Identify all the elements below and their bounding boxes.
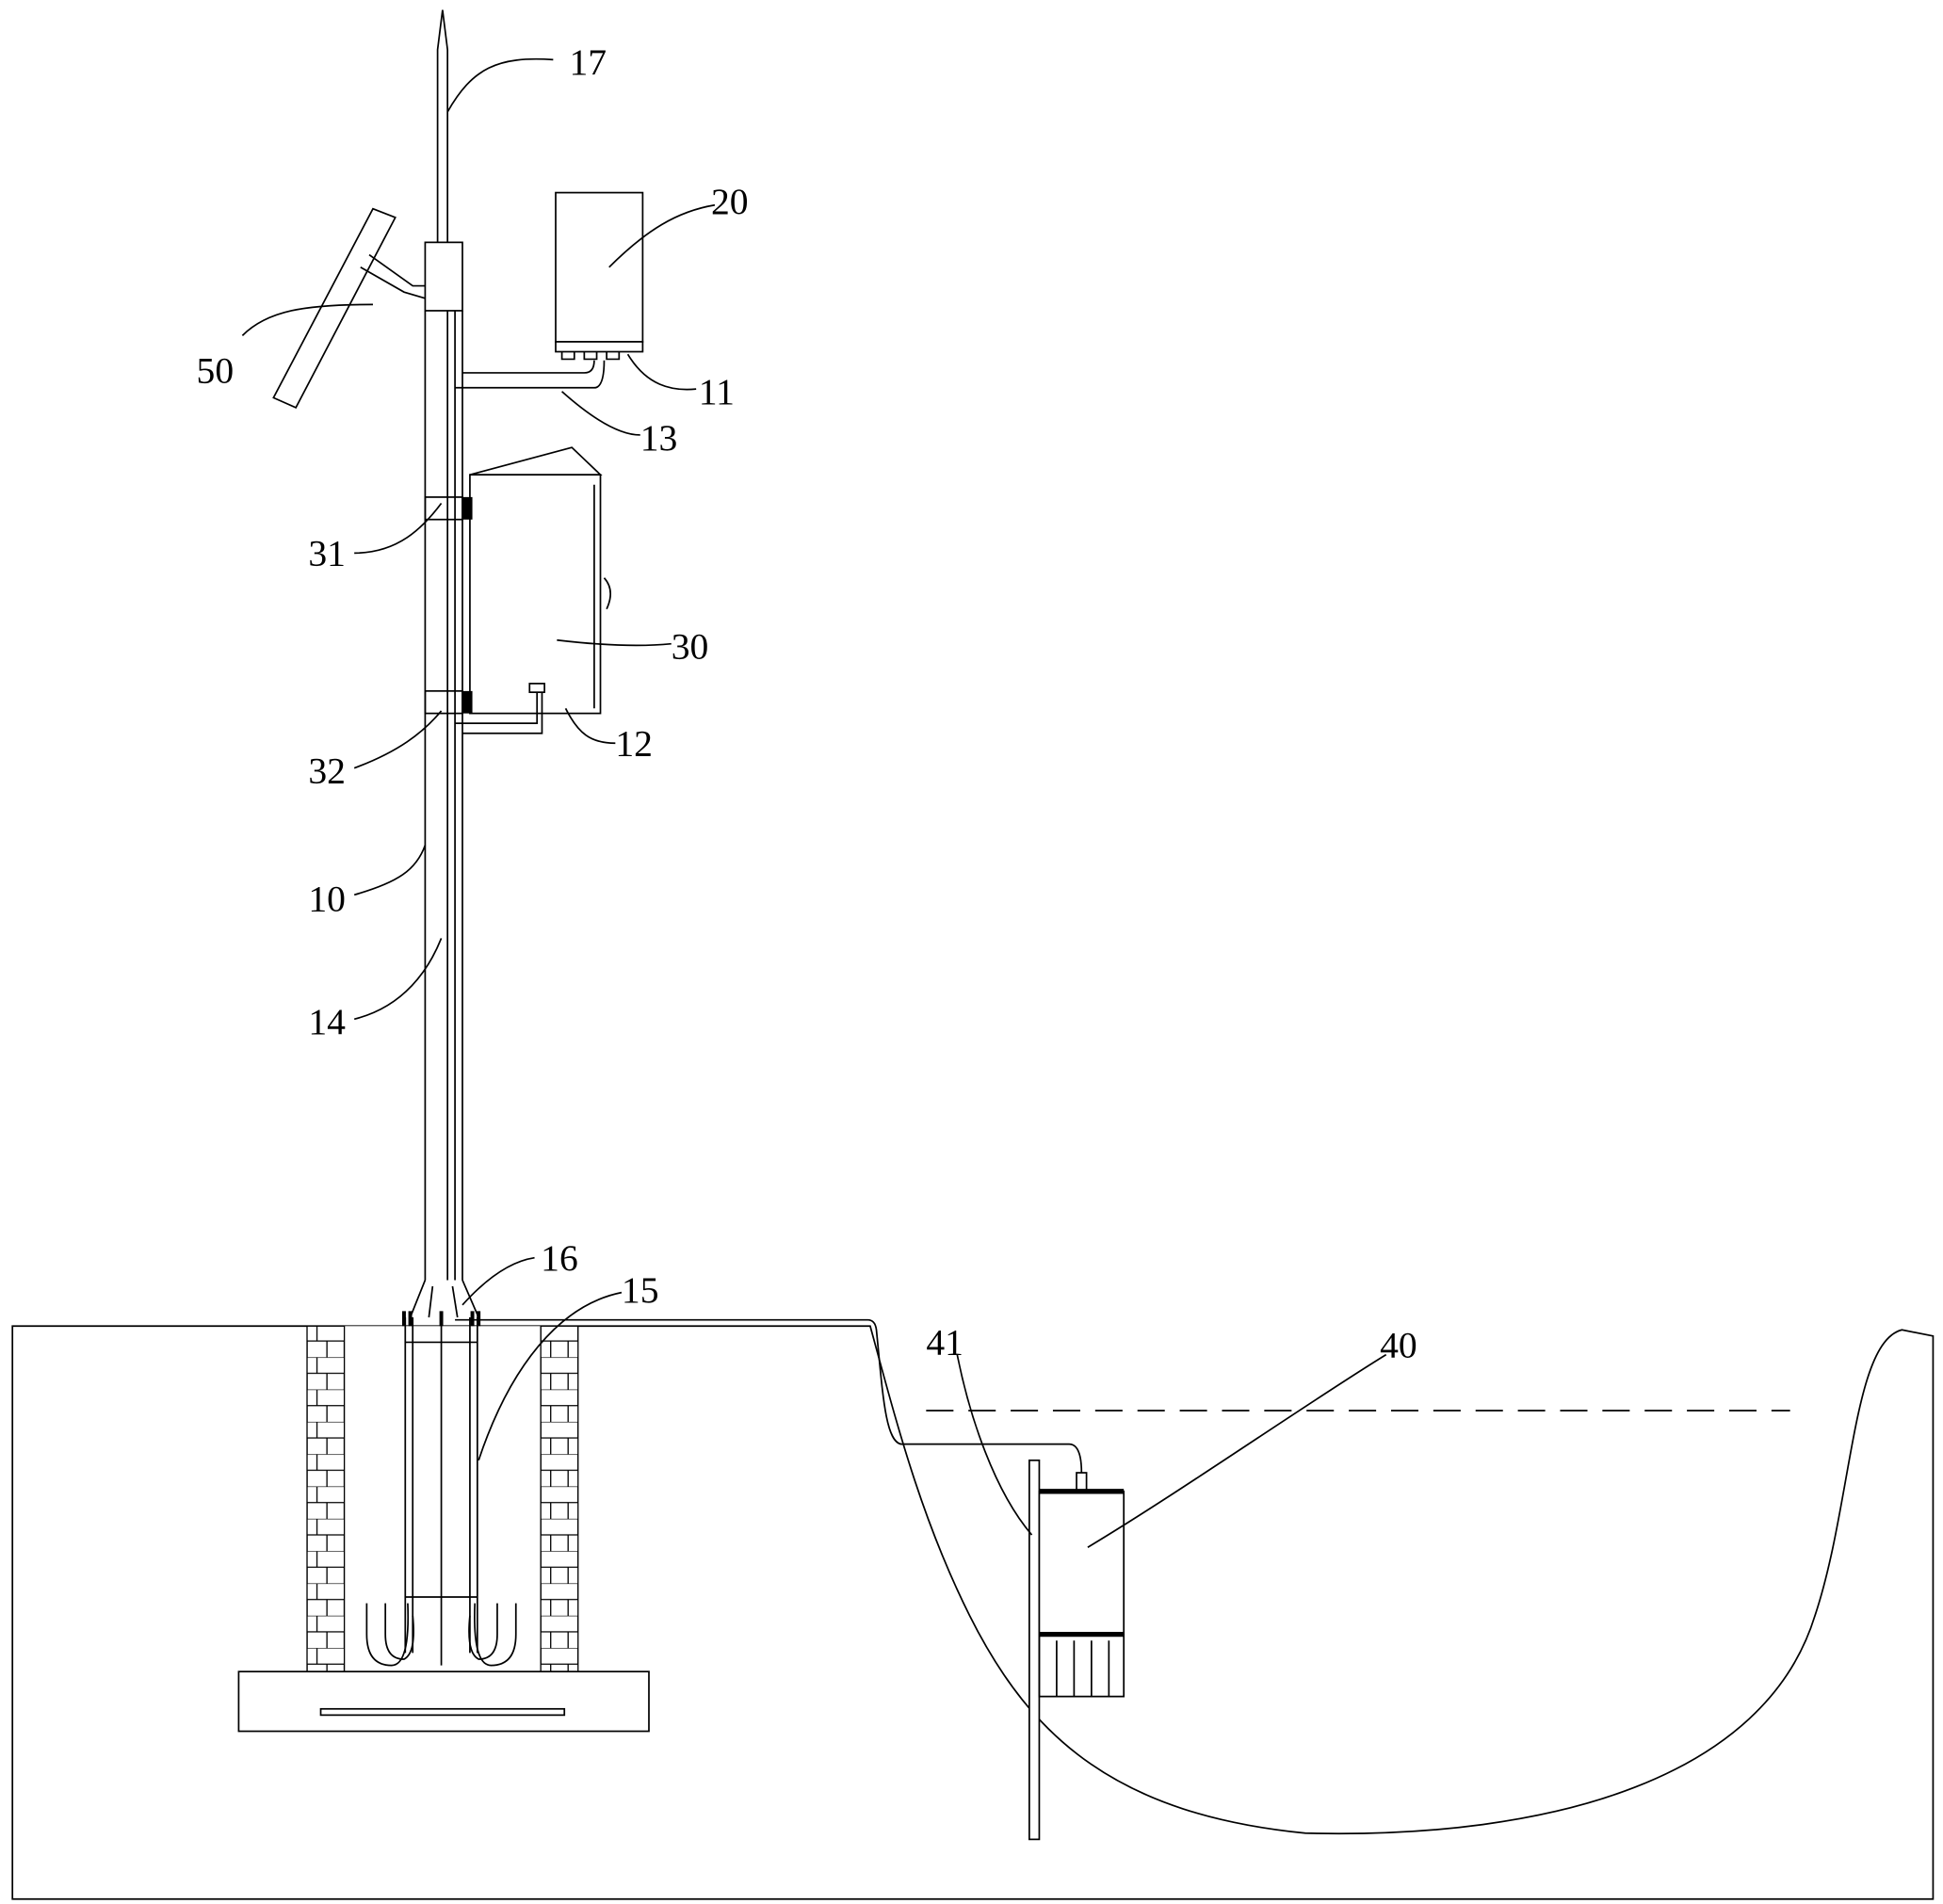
foundation-slab xyxy=(238,1671,649,1731)
label-50: 50 xyxy=(197,350,235,392)
pole xyxy=(411,10,1082,1473)
water-sensor-assembly xyxy=(1029,1460,1124,1840)
label-41: 41 xyxy=(926,1322,963,1363)
label-12: 12 xyxy=(615,722,653,764)
label-13: 13 xyxy=(640,417,678,459)
sensor-box xyxy=(455,193,642,388)
leader-lines xyxy=(242,59,1385,1548)
control-cabinet xyxy=(455,447,610,734)
label-10: 10 xyxy=(308,878,346,919)
brick-wall-right xyxy=(541,1326,578,1671)
label-11: 11 xyxy=(699,371,735,412)
solar-panel xyxy=(273,209,425,408)
label-20: 20 xyxy=(711,181,749,222)
label-30: 30 xyxy=(672,626,709,668)
label-31: 31 xyxy=(308,533,346,574)
brick-wall-left xyxy=(307,1326,345,1671)
label-40: 40 xyxy=(1380,1324,1417,1365)
label-14: 14 xyxy=(308,1001,346,1042)
mounting-plate xyxy=(1029,1460,1040,1840)
label-32: 32 xyxy=(308,750,346,792)
foundation-pit xyxy=(238,1311,649,1731)
label-16: 16 xyxy=(541,1237,578,1279)
lower-clamp xyxy=(425,691,462,714)
top-cable xyxy=(455,361,604,388)
ground xyxy=(12,1326,1933,1898)
label-15: 15 xyxy=(622,1269,659,1311)
label-17: 17 xyxy=(570,41,607,83)
